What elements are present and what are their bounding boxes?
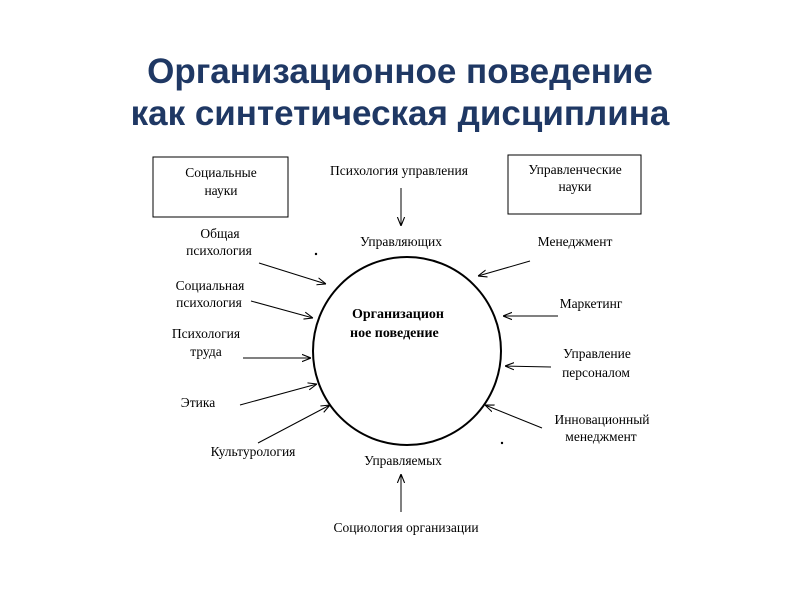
social-sciences-label-1: Социальные: [185, 165, 257, 180]
arrow-innovation-management: [485, 405, 543, 429]
arrow-culturology: [257, 405, 330, 444]
arrow-ethics: [239, 384, 317, 406]
social-psychology-label-2: психология: [176, 295, 242, 310]
labor-psychology-label-1: Психология: [172, 326, 240, 341]
social-psychology-label-1: Социальная: [176, 278, 245, 293]
organization-sociology-label: Социология организации: [333, 520, 478, 535]
management-sciences-label-2: науки: [558, 179, 591, 194]
managers-label: Управляющих: [360, 234, 442, 249]
management-sciences-box: [507, 154, 642, 215]
innovation-management-label-2: менеджмент: [565, 429, 637, 444]
culturology-label: Культурология: [211, 444, 296, 459]
arrow-hr-management: [505, 366, 552, 367]
managed-label: Управляемых: [364, 453, 442, 468]
center-label-line-1: Организацион: [352, 307, 444, 322]
slide-title-line-1: Организационное поведение: [147, 52, 653, 91]
management-sciences-label-1: Управленческие: [528, 162, 621, 177]
general-psychology-label-2: психология: [186, 243, 252, 258]
management-psychology-label: Психология управления: [330, 163, 468, 178]
stray-dot: [500, 441, 504, 445]
labor-psychology-label-2: труда: [190, 344, 221, 359]
innovation-management-label-1: Инновационный: [554, 412, 649, 427]
hr-management-label-2: персоналом: [562, 365, 630, 380]
arrow-general-psychology: [258, 262, 326, 284]
social-sciences-label-2: науки: [204, 183, 237, 198]
ethics-label: Этика: [181, 395, 215, 410]
arrow-social-psychology: [250, 300, 313, 318]
slide-title-line-2: как синтетическая дисциплина: [130, 94, 670, 133]
stray-dot: [314, 252, 318, 256]
marketing-label: Маркетинг: [560, 296, 623, 311]
center-circle: [312, 256, 502, 446]
general-psychology-label-1: Общая: [200, 226, 239, 241]
hr-management-label-1: Управление: [563, 346, 631, 361]
social-sciences-box: [152, 156, 289, 218]
management-label: Менеджмент: [538, 234, 613, 249]
center-label-line-2: ное поведение: [350, 326, 439, 341]
arrow-management: [478, 260, 531, 276]
